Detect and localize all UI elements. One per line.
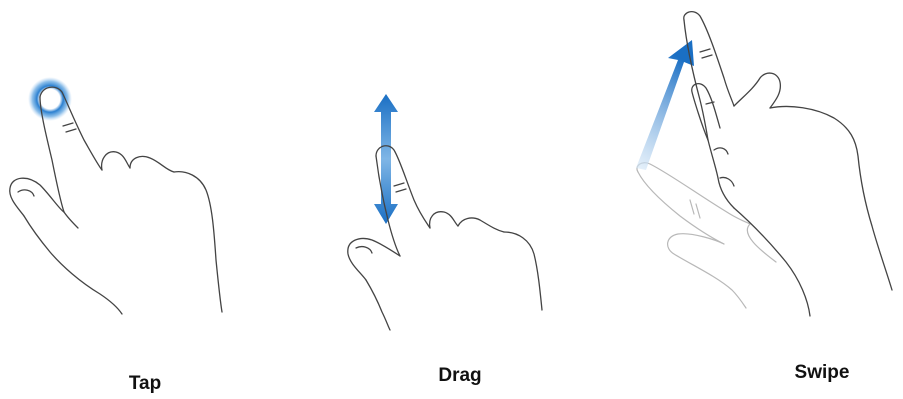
swipe-arrow	[636, 40, 694, 170]
drag-label: Drag	[438, 366, 481, 385]
drag-gesture	[320, 0, 580, 340]
swipe-hand-outline	[684, 12, 892, 316]
swipe-hand-icon	[620, 0, 903, 340]
swipe-ghost-hand	[637, 163, 776, 308]
swipe-gesture	[620, 0, 903, 340]
tap-hand-icon	[0, 0, 260, 340]
swipe-label: Swipe	[795, 363, 850, 382]
tap-gesture	[0, 0, 260, 340]
tap-label: Tap	[129, 374, 161, 393]
tap-hand-outline	[10, 87, 222, 314]
drag-hand-icon	[320, 0, 580, 340]
drag-hand-outline	[348, 146, 542, 330]
drag-double-arrow	[374, 94, 398, 224]
